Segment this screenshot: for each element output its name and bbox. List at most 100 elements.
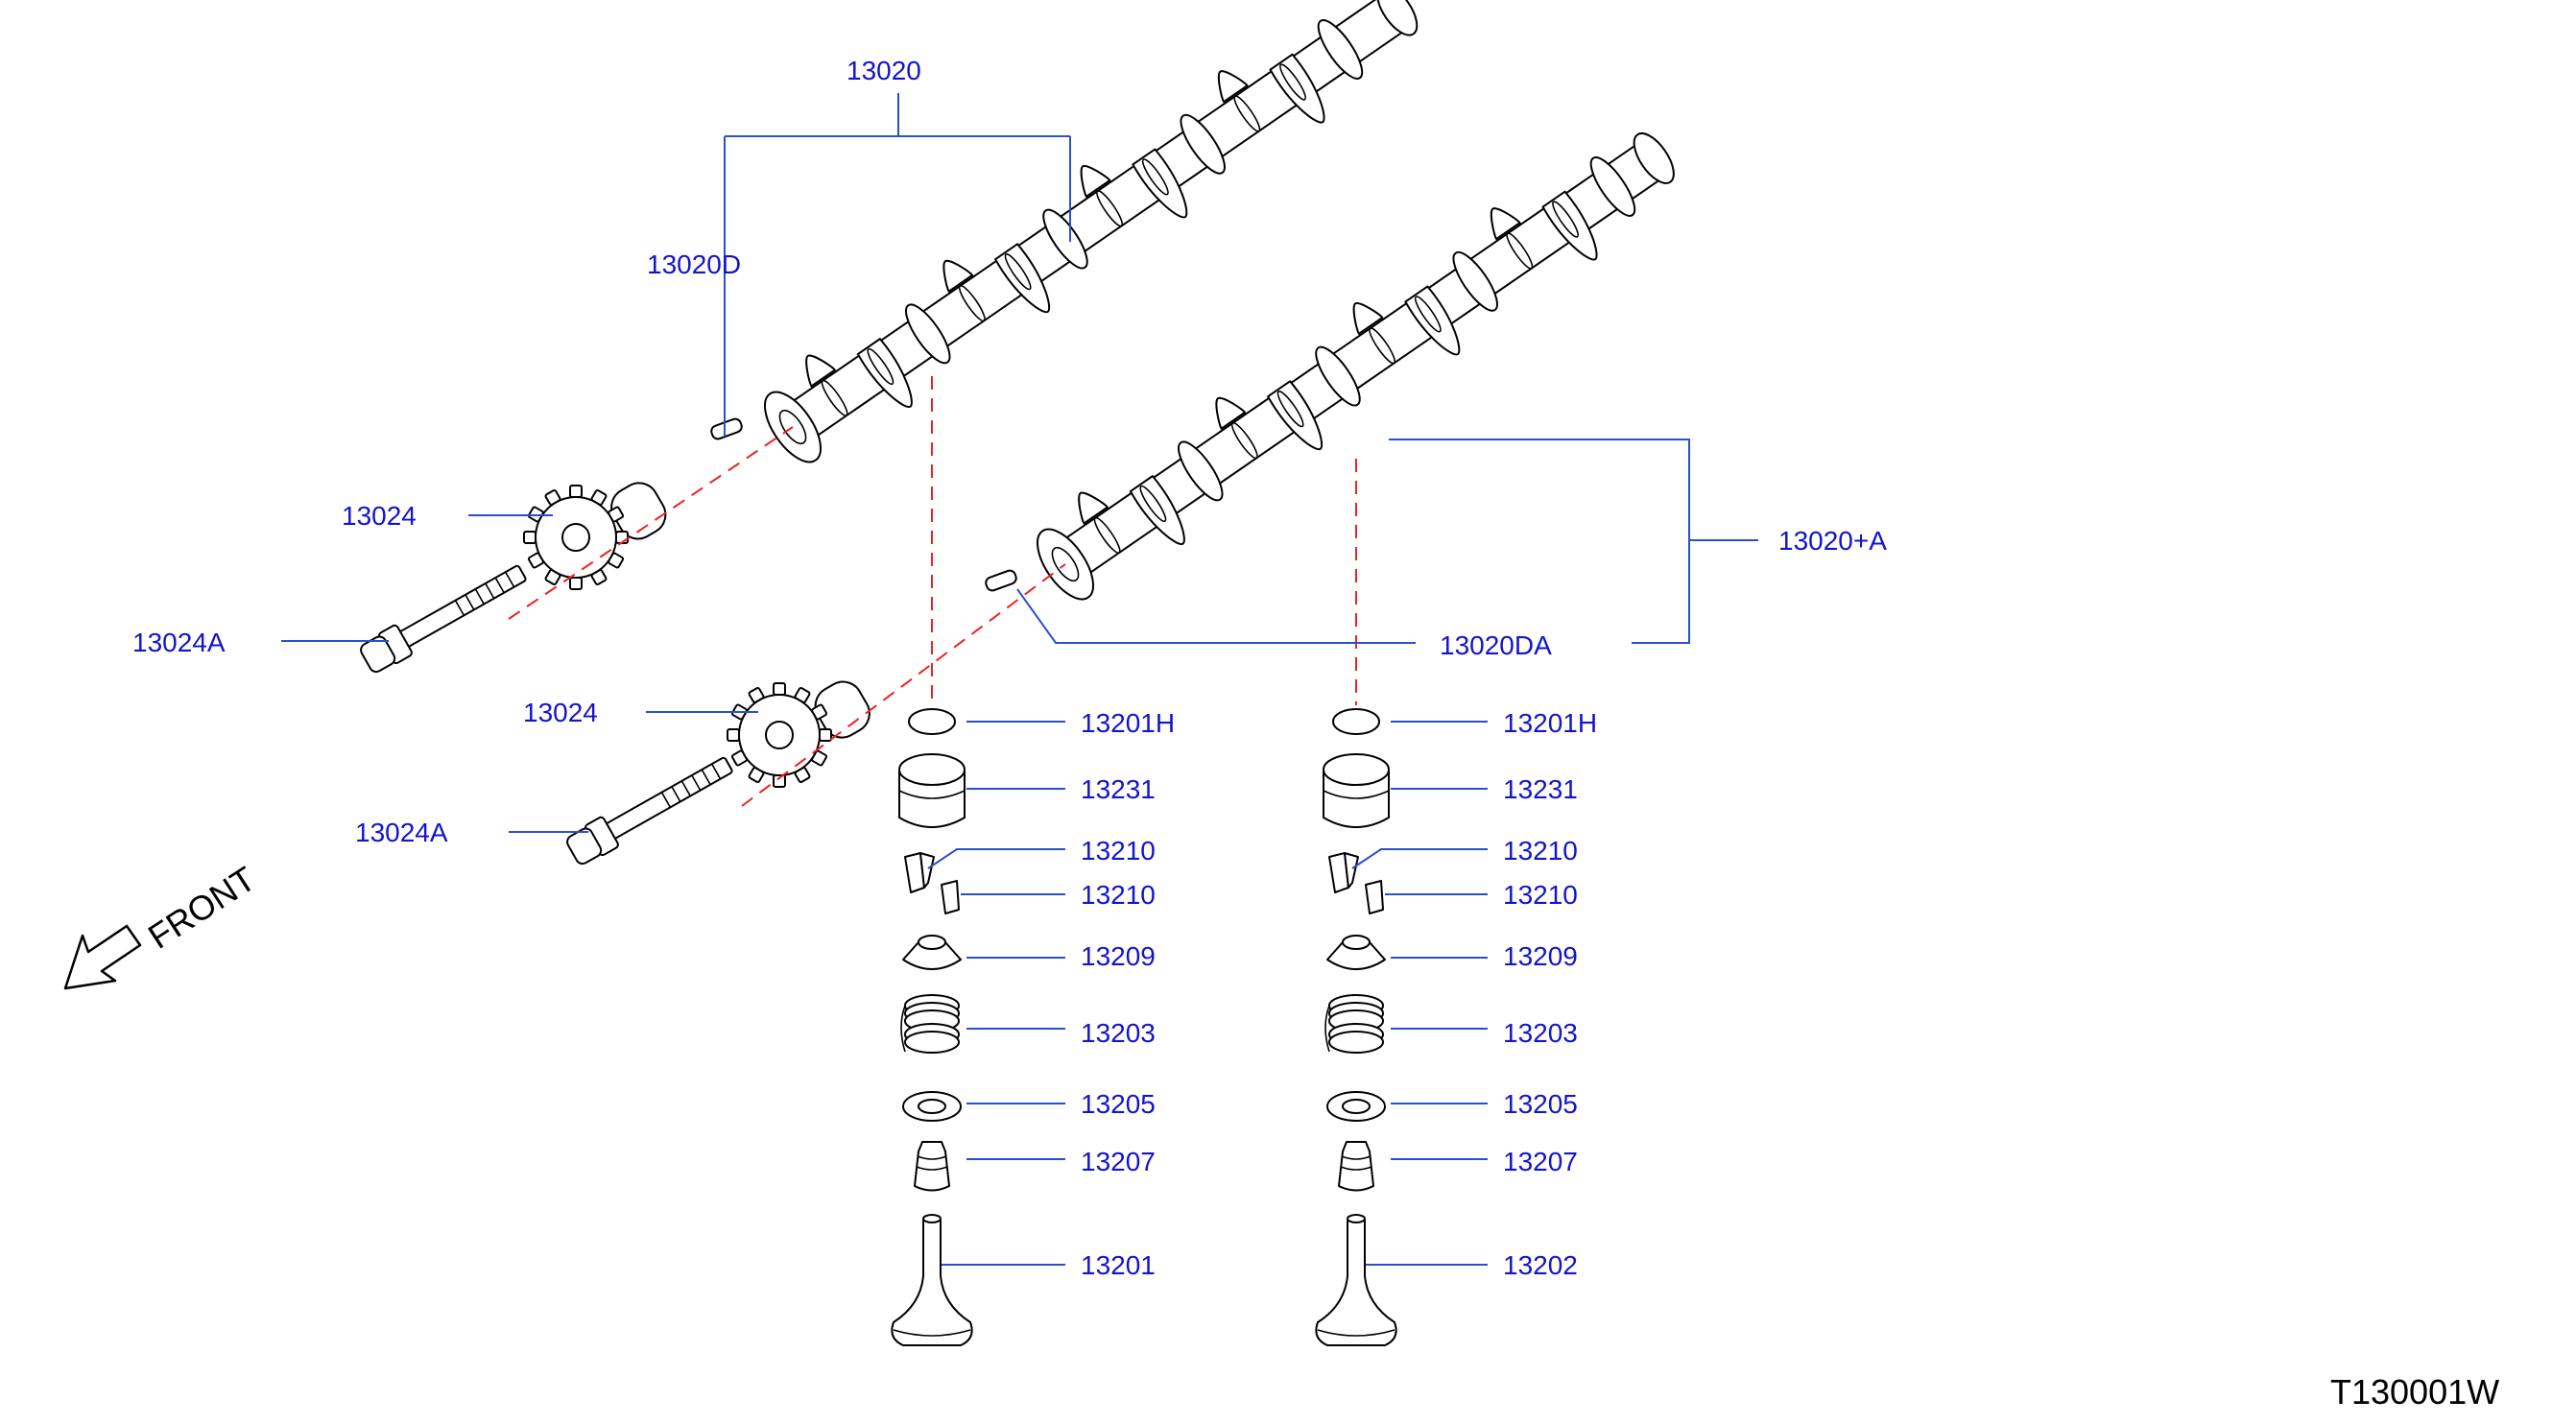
- camshaft-journal: [1452, 250, 1498, 312]
- label-left-lifter: 13231: [1081, 774, 1156, 804]
- sprocket-upper: [523, 482, 667, 590]
- label-right-retainer_cap: 13201H: [1503, 708, 1597, 738]
- camshaft-lobe: [1080, 165, 1111, 198]
- camshaft-lobe: [1541, 190, 1598, 261]
- label-13024-lower: 13024: [523, 698, 598, 727]
- camshaft-journal: [1178, 440, 1224, 502]
- label-left-seal: 13207: [1081, 1147, 1156, 1176]
- label-13024A-lower: 13024A: [355, 818, 448, 847]
- camshaft-lobe: [1217, 70, 1249, 103]
- camshaft-upper: [764, 0, 1419, 463]
- sprocket-tooth: [544, 569, 561, 586]
- sprocket-tooth: [811, 703, 828, 721]
- retainer-13209: [902, 941, 962, 970]
- collet-13210: [1365, 880, 1384, 914]
- sprocket-tooth: [569, 485, 583, 498]
- front-arrow-icon: [63, 924, 142, 990]
- dowel-pin-upper: [710, 417, 743, 440]
- sprocket-tooth: [748, 767, 765, 784]
- label-13020D: 13020D: [647, 249, 741, 279]
- camshaft-lobe: [1404, 285, 1461, 356]
- sprocket-tooth: [608, 552, 625, 569]
- label-right-lifter: 13231: [1503, 774, 1578, 804]
- label-right-retainer: 13209: [1503, 941, 1578, 971]
- sprocket-tooth: [523, 531, 537, 544]
- label-13020: 13020: [847, 56, 921, 85]
- sprocket-tooth: [794, 767, 811, 784]
- camshaft-lobe: [1352, 302, 1384, 335]
- label-left-retainer_cap: 13201H: [1081, 708, 1175, 738]
- camshaft-lobe: [994, 243, 1051, 314]
- shim-13201h: [908, 708, 956, 735]
- sprocket-tooth: [727, 728, 740, 742]
- part-labels: 13020 13020D 13024 13024A 13024 13024A 1…: [132, 56, 1887, 1280]
- camshaft-journal: [1315, 345, 1361, 407]
- seal-13207: [1338, 1141, 1374, 1192]
- spring-13203: [1324, 994, 1384, 1054]
- camshaft-lobe: [1215, 396, 1247, 430]
- label-right-seat: 13205: [1503, 1089, 1578, 1119]
- label-13024A-upper: 13024A: [132, 628, 226, 657]
- label-13024-upper: 13024: [342, 501, 417, 531]
- sprocket-tooth: [773, 682, 786, 696]
- label-left-valve: 13201: [1081, 1250, 1156, 1280]
- spring-13203: [900, 994, 960, 1054]
- retainer-13209: [1326, 941, 1386, 970]
- camshaft-lobe: [1129, 475, 1185, 545]
- camshaft-journal: [1042, 208, 1088, 270]
- leader-lines: [281, 93, 1758, 1266]
- camshaft-journal: [1180, 113, 1226, 175]
- label-right-valve: 13202: [1503, 1250, 1578, 1280]
- sprocket-tooth: [569, 577, 583, 590]
- valve-stack-left: [891, 708, 973, 1346]
- label-right-spring: 13203: [1503, 1018, 1578, 1048]
- label-13020DA: 13020DA: [1440, 630, 1552, 660]
- label-right-collet_b: 13210: [1503, 880, 1578, 910]
- alignment-line-upper-axis: [508, 426, 794, 620]
- label-right-collet_a: 13210: [1503, 836, 1578, 866]
- label-left-seat: 13205: [1081, 1089, 1156, 1119]
- sprocket-lower: [727, 680, 871, 788]
- shim-13201h: [1332, 708, 1380, 735]
- valve-left: [891, 1220, 973, 1346]
- camshaft-lobe: [1078, 491, 1109, 525]
- camshaft-lobe: [1132, 148, 1188, 219]
- seal-13207: [914, 1141, 950, 1192]
- camshaft-lobe: [805, 354, 836, 388]
- camshaft-lobe: [942, 259, 974, 293]
- valve-right: [1315, 1220, 1397, 1346]
- valve-stack-right: [1315, 708, 1397, 1346]
- sprocket-tooth: [730, 749, 748, 767]
- sprocket-tooth: [819, 728, 832, 742]
- sprocket-tooth: [527, 552, 544, 569]
- label-13020A: 13020+A: [1778, 526, 1887, 556]
- camshaft-lobe: [1269, 53, 1325, 124]
- sprocket-tooth: [544, 488, 561, 506]
- dowel-pin-lower: [985, 569, 1017, 592]
- bolt-upper: [360, 564, 527, 674]
- sprocket-tooth: [748, 686, 765, 703]
- front-label: FRONT: [141, 859, 262, 957]
- label-left-retainer: 13209: [1081, 941, 1156, 971]
- camshaft-journal: [1317, 19, 1364, 80]
- label-left-spring: 13203: [1081, 1018, 1156, 1048]
- camshaft-journal: [1589, 156, 1636, 217]
- camshaft-journal: [905, 303, 951, 365]
- camshaft-lobe: [1490, 207, 1521, 240]
- camshaft-lobe: [856, 338, 913, 408]
- alignment-line-lower-axis: [741, 563, 1066, 807]
- sprocket-tooth: [773, 774, 786, 788]
- drawing-code: T130001W: [2330, 1372, 2499, 1412]
- bolt-lower: [566, 756, 733, 866]
- collet-13210: [941, 880, 960, 914]
- sprocket-tooth: [794, 686, 811, 703]
- label-right-seal: 13207: [1503, 1147, 1578, 1176]
- sprocket-tooth: [590, 569, 608, 586]
- sprocket-tooth: [590, 488, 608, 506]
- sprocket-tooth: [811, 749, 828, 767]
- sprocket-tooth: [608, 506, 625, 523]
- label-left-collet_b: 13210: [1081, 880, 1156, 910]
- camshaft-lobe: [1267, 380, 1324, 451]
- label-left-collet_a: 13210: [1081, 836, 1156, 866]
